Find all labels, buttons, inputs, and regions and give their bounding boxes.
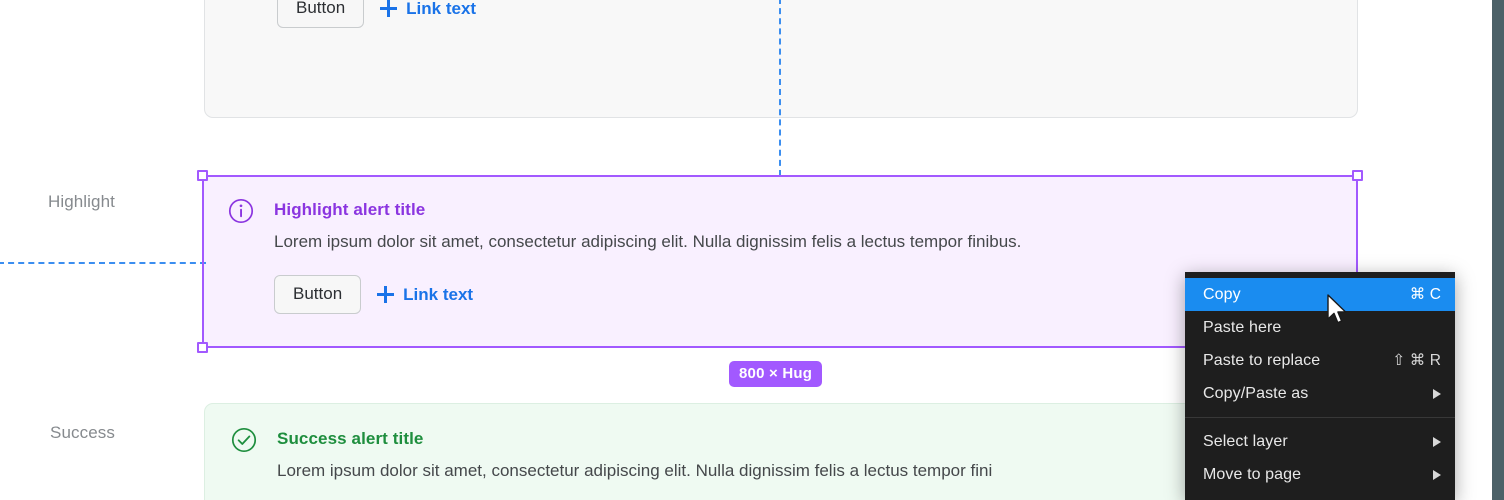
- alert-content-row: Lorem ipsum dolor sit amet, consectetur …: [231, 0, 1331, 28]
- menu-item-shortcut: ⌘ C: [1409, 286, 1441, 303]
- alert-card-neutral[interactable]: Lorem ipsum dolor sit amet, consectetur …: [204, 0, 1358, 118]
- menu-item-shortcut: ⇧ ⌘ R: [1392, 352, 1441, 369]
- alert-link-label: Link text: [403, 284, 474, 304]
- alert-link[interactable]: Link text: [380, 0, 476, 19]
- menu-separator: [1185, 417, 1455, 418]
- chevron-right-icon: [1433, 436, 1441, 447]
- chevron-right-icon: [1433, 469, 1441, 480]
- menu-item-label: Paste to replace: [1203, 351, 1321, 369]
- alert-description: Lorem ipsum dolor sit amet, consectetur …: [277, 461, 993, 480]
- alert-actions: Button Link text: [277, 0, 1331, 28]
- alert-title: Highlight alert title: [274, 200, 426, 219]
- menu-item-label: Copy/Paste as: [1203, 384, 1309, 402]
- menu-item-label: Copy: [1203, 285, 1241, 303]
- alert-description: Lorem ipsum dolor sit amet, consectetur …: [274, 232, 1022, 251]
- alert-card-highlight[interactable]: Highlight alert title Lorem ipsum dolor …: [202, 175, 1358, 348]
- menu-item-move-to-page[interactable]: Move to page: [1185, 458, 1455, 491]
- alert-button[interactable]: Button: [277, 0, 365, 28]
- alert-body: Success alert title Lorem ipsum dolor si…: [277, 426, 1331, 484]
- check-circle-icon: [231, 427, 257, 453]
- menu-item-label: Select layer: [1203, 432, 1288, 450]
- horizontal-alignment-guide: [0, 262, 206, 264]
- window-edge-strip: [1492, 0, 1504, 500]
- alert-content-row: Success alert title Lorem ipsum dolor si…: [231, 426, 1331, 484]
- row-label-success: Success: [50, 423, 115, 442]
- plus-icon: [380, 0, 398, 17]
- menu-item-paste-here[interactable]: Paste here: [1185, 311, 1455, 344]
- menu-item-select-layer[interactable]: Select layer: [1185, 425, 1455, 458]
- menu-item-paste-to-replace[interactable]: Paste to replace ⇧ ⌘ R: [1185, 344, 1455, 377]
- alert-title: Success alert title: [277, 429, 424, 448]
- alert-content-row: Highlight alert title Lorem ipsum dolor …: [228, 197, 1332, 314]
- alert-link[interactable]: Link text: [377, 285, 473, 305]
- alert-button[interactable]: Button: [274, 275, 362, 314]
- alert-body: Lorem ipsum dolor sit amet, consectetur …: [277, 0, 1331, 28]
- menu-item-copy-paste-as[interactable]: Copy/Paste as: [1185, 377, 1455, 410]
- alert-body: Highlight alert title Lorem ipsum dolor …: [274, 197, 1332, 314]
- plus-icon: [377, 286, 395, 303]
- menu-item-label: Paste here: [1203, 318, 1282, 336]
- size-badge: 800 × Hug: [729, 361, 823, 387]
- info-circle-icon: [228, 198, 254, 224]
- vertical-alignment-guide: [779, 0, 781, 176]
- menu-item-label: Move to page: [1203, 465, 1302, 483]
- row-label-highlight: Highlight: [47, 192, 115, 211]
- alert-link-label: Link text: [406, 0, 477, 18]
- menu-item-copy[interactable]: Copy ⌘ C: [1185, 278, 1455, 311]
- chevron-right-icon: [1433, 388, 1441, 399]
- alert-actions: Button Link text: [274, 275, 1332, 314]
